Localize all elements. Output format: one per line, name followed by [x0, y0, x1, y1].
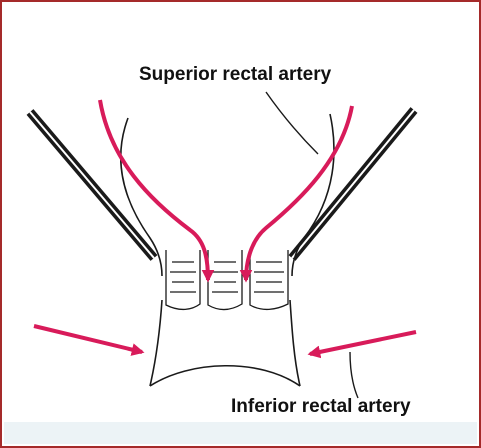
anal-column-left [166, 250, 200, 309]
inferior-arrow-left [34, 326, 142, 352]
anal-canal [150, 300, 300, 386]
superior-rectal-artery-label: Superior rectal artery [139, 64, 331, 86]
inferior-arrow-right [310, 332, 416, 354]
leader-line-inferior [350, 352, 358, 398]
leader-line-superior [266, 92, 318, 154]
retractor-left [30, 112, 154, 258]
anal-column-middle [208, 250, 242, 309]
inferior-rectal-artery-label: Inferior rectal artery [231, 396, 411, 418]
anal-column-right [250, 250, 288, 309]
